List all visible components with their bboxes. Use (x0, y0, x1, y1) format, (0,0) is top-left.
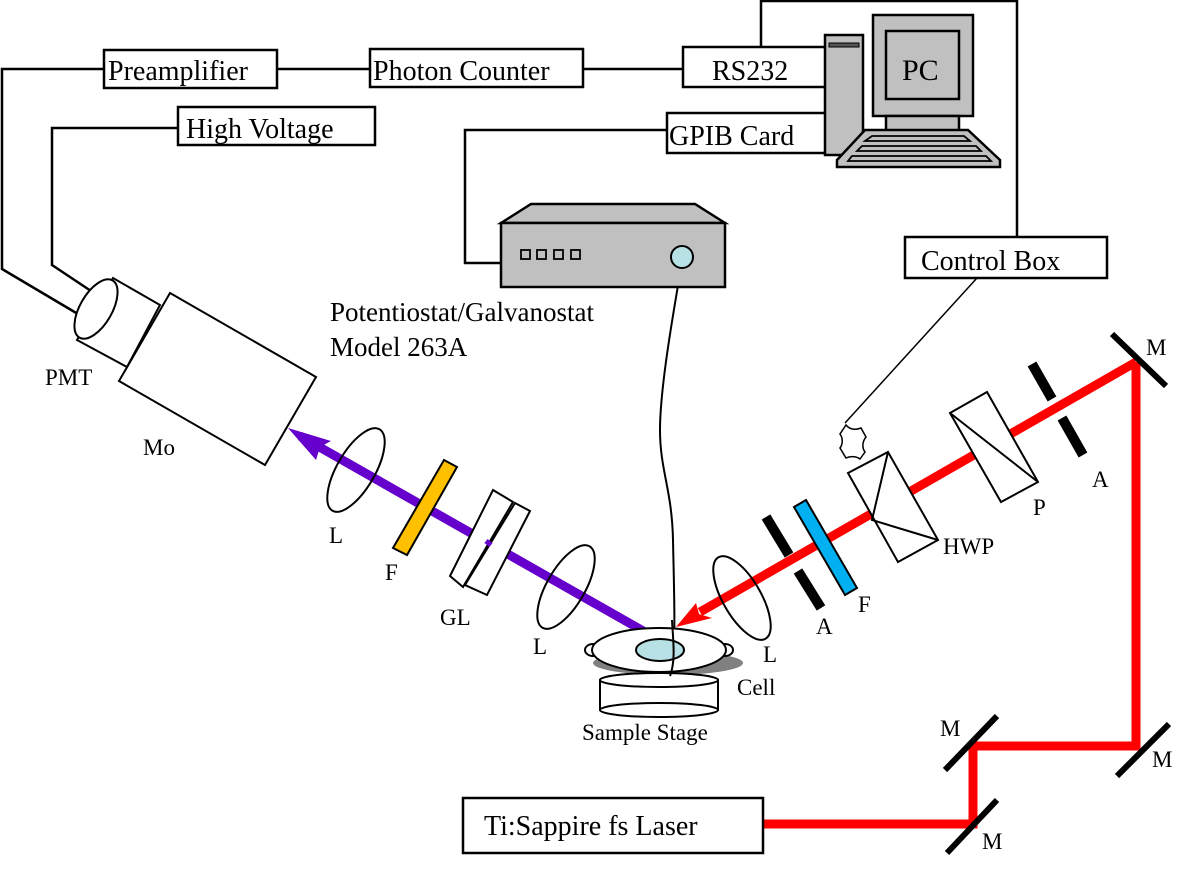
lens-label-1: L (329, 523, 343, 548)
aperture-excitation (761, 514, 826, 611)
pc-computer: PC (823, 13, 1002, 169)
pc-tower (823, 33, 865, 157)
cell-label: Cell (737, 675, 775, 700)
potentiostat-label-line2: Model 263A (330, 332, 468, 362)
potentiostat (496, 202, 730, 289)
lens-label-3: L (763, 642, 777, 667)
laser-box: Ti:Sappire fs Laser (461, 796, 765, 855)
wire-hv-pmt (50, 126, 178, 299)
high-voltage-box: High Voltage (176, 105, 377, 147)
pmt-label: PMT (45, 365, 92, 390)
electrode-cable (658, 267, 682, 677)
mirror-label-1: M (1146, 335, 1166, 360)
photon-counter-box: Photon Counter (368, 47, 585, 89)
potentiostat-button (553, 249, 564, 260)
potentiostat-button (520, 249, 531, 260)
rs232-label: RS232 (712, 56, 788, 87)
potentiostat-top (496, 202, 730, 225)
lens-label-2: L (533, 634, 547, 659)
laser-beam-path-lower (763, 362, 1141, 829)
glan-laser-prism (448, 488, 532, 597)
cell-electrode (635, 638, 685, 662)
signal-beam-arrowhead (288, 428, 331, 460)
high-voltage-label: High Voltage (186, 114, 334, 145)
potentiostat-button (570, 249, 581, 260)
aperture-input (1027, 361, 1088, 458)
filter-label-2: F (858, 592, 871, 617)
mirror-2 (1114, 721, 1172, 779)
aperture-label-1: A (816, 614, 833, 639)
preamplifier-label: Preamplifier (108, 56, 249, 87)
sample-stage-bottom (599, 702, 719, 718)
polarizer (948, 390, 1040, 504)
wire-rs232-controlbox (759, 0, 1019, 237)
laser-beam-arrowhead (676, 603, 712, 627)
pmt-monochromator (73, 276, 318, 467)
mirror-label-4: M (982, 829, 1002, 854)
filter-excitation (792, 498, 859, 597)
gpib-card-label: GPIB Card (669, 121, 794, 152)
preamplifier-box: Preamplifier (102, 48, 279, 90)
pc-label: PC (902, 54, 939, 87)
control-box: Control Box (903, 235, 1109, 280)
pc-drive-slot (828, 42, 860, 48)
rotation-mount-icon (839, 423, 867, 461)
pmt-window (73, 278, 119, 340)
laser-beam-path-upper (697, 358, 1139, 616)
pc-screen (884, 29, 961, 101)
mirror-label-3: M (940, 716, 960, 741)
glan-laser-label: GL (440, 605, 471, 630)
filter-label-1: F (385, 560, 398, 585)
lens-detection-2 (536, 544, 596, 630)
laser-label: Ti:Sappire fs Laser (484, 811, 698, 842)
rs232-box: RS232 (681, 45, 830, 89)
electrochemical-cell (584, 627, 743, 718)
potentiostat-button (536, 249, 547, 260)
wire-gpib-potentiostat (463, 128, 667, 265)
photon-counter-label: Photon Counter (373, 56, 550, 87)
lens-excitation (712, 555, 772, 641)
signal-beam-through-prism (484, 539, 493, 547)
wire-controlbox-mount (844, 277, 978, 424)
potentiostat-connector (670, 245, 694, 269)
wire-preamp-pmt (0, 67, 104, 319)
mirror-3 (942, 713, 1000, 773)
monochromator-label: Mo (143, 435, 175, 460)
mirror-label-2: M (1152, 747, 1172, 772)
laser-beam (697, 358, 1141, 829)
mirror-1 (1109, 331, 1169, 389)
aperture-label-2: A (1092, 467, 1109, 492)
half-wave-plate (846, 450, 940, 564)
mirrors (942, 331, 1172, 856)
control-box-label: Control Box (921, 246, 1060, 277)
lens-detection-1 (326, 427, 386, 513)
filter-detection (391, 458, 459, 557)
potentiostat-label-line1: Potentiostat/Galvanostat (330, 297, 594, 327)
electrode-cable-end (669, 619, 675, 677)
sample-stage-top (599, 672, 719, 688)
hwp-label: HWP (943, 534, 994, 559)
mirror-4 (944, 797, 1000, 856)
wires (0, 0, 1019, 319)
sample-stage-label: Sample Stage (582, 720, 708, 745)
gpib-card-box: GPIB Card (665, 111, 829, 155)
polarizer-label: P (1033, 495, 1046, 520)
